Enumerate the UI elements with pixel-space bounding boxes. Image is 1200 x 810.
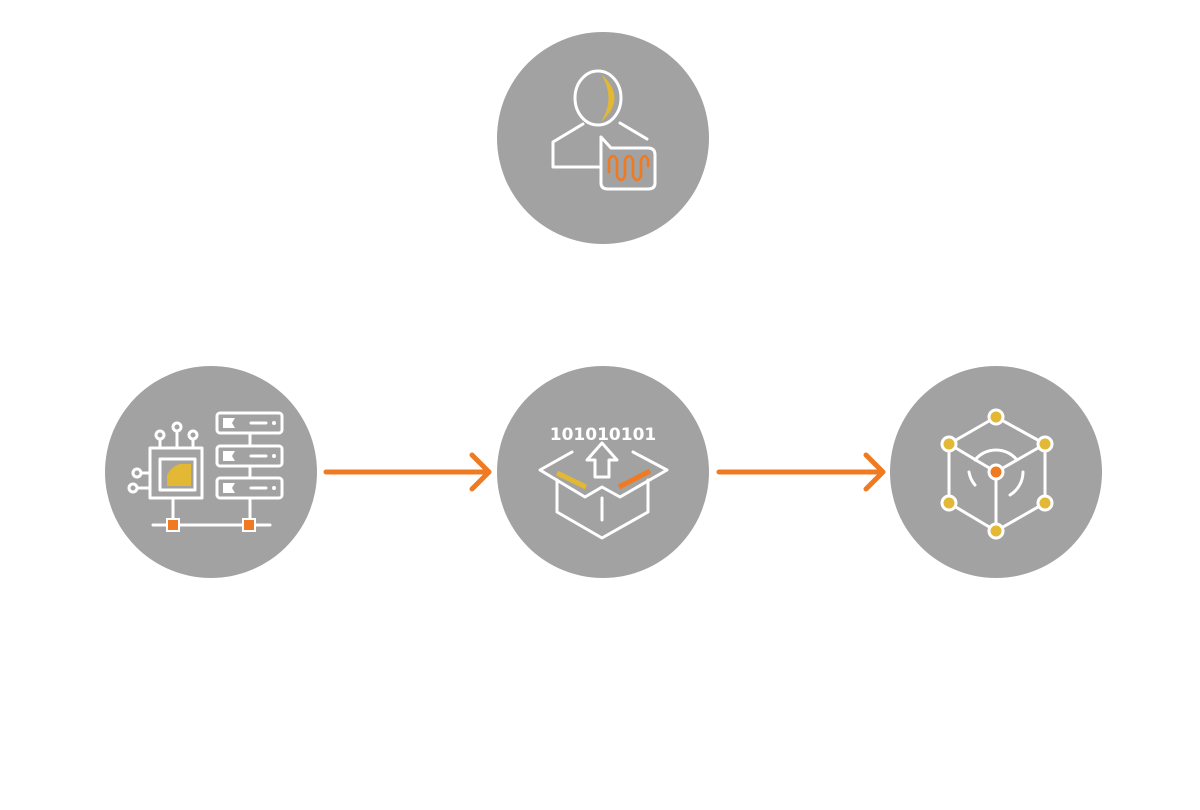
arrow-data-to-network (716, 452, 886, 492)
data-box-icon: 101010101 (538, 425, 669, 540)
hardware-node-circle (105, 366, 317, 578)
data-node-circle (497, 366, 709, 578)
hardware-server-icon (127, 411, 284, 532)
network-cube-icon (940, 408, 1054, 540)
binary-label: 101010101 (550, 425, 656, 445)
user-speech-icon (551, 69, 657, 191)
arrow-hardware-to-data (323, 452, 492, 492)
